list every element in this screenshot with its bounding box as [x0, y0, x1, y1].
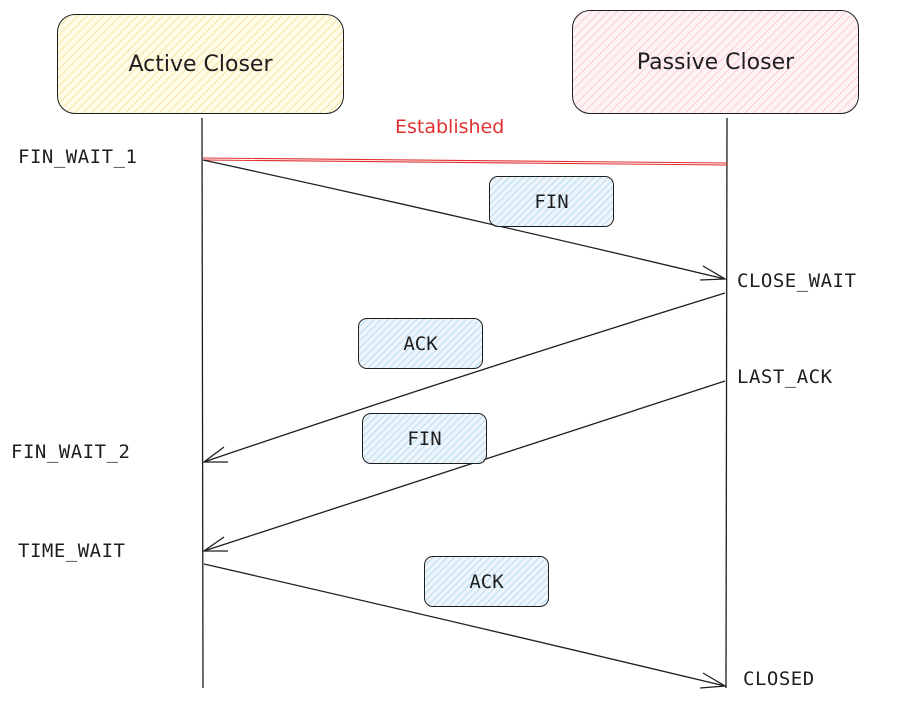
ack-arrow-1-head [202, 446, 228, 463]
state-close-wait: CLOSE_WAIT [737, 270, 857, 292]
active-lifeline [201, 117, 204, 689]
message-ack-1: ACK [358, 318, 483, 369]
active-closer-box: Active Closer [57, 14, 344, 114]
message-fin-2-label: FIN [407, 427, 442, 450]
state-fin-wait-2: FIN_WAIT_2 [11, 441, 131, 463]
message-ack-2: ACK [424, 556, 549, 607]
passive-closer-fill [573, 11, 858, 113]
fin-arrow-1 [202, 159, 726, 280]
state-closed: CLOSED [743, 668, 815, 690]
state-time-wait: TIME_WAIT [18, 540, 126, 562]
established-label: Established [395, 116, 505, 138]
state-fin-wait-1: FIN_WAIT_1 [18, 146, 138, 168]
state-last-ack: LAST_ACK [737, 366, 833, 388]
msg-fin-2-fill [363, 414, 486, 463]
active-closer-fill [58, 15, 343, 113]
msg-fin-1-fill [490, 177, 613, 226]
fin-arrow-1-head [699, 265, 728, 281]
message-fin-1: FIN [489, 176, 614, 227]
ack-arrow-2 [203, 563, 726, 687]
passive-closer-label: Passive Closer [636, 49, 795, 75]
message-ack-1-label: ACK [403, 332, 438, 355]
passive-lifeline [725, 117, 728, 689]
fin-arrow-2 [203, 380, 726, 552]
message-ack-2-label: ACK [469, 570, 504, 593]
passive-closer-box: Passive Closer [572, 10, 859, 114]
msg-ack-1-fill [359, 319, 482, 368]
fin-arrow-2-head [201, 536, 228, 552]
msg-ack-2-fill [425, 557, 548, 606]
message-fin-2: FIN [362, 413, 487, 464]
active-closer-label: Active Closer [128, 51, 273, 77]
message-fin-1-label: FIN [534, 190, 569, 213]
established-line [202, 157, 728, 166]
ack-arrow-2-head [699, 672, 728, 689]
ack-arrow-1 [203, 292, 726, 463]
